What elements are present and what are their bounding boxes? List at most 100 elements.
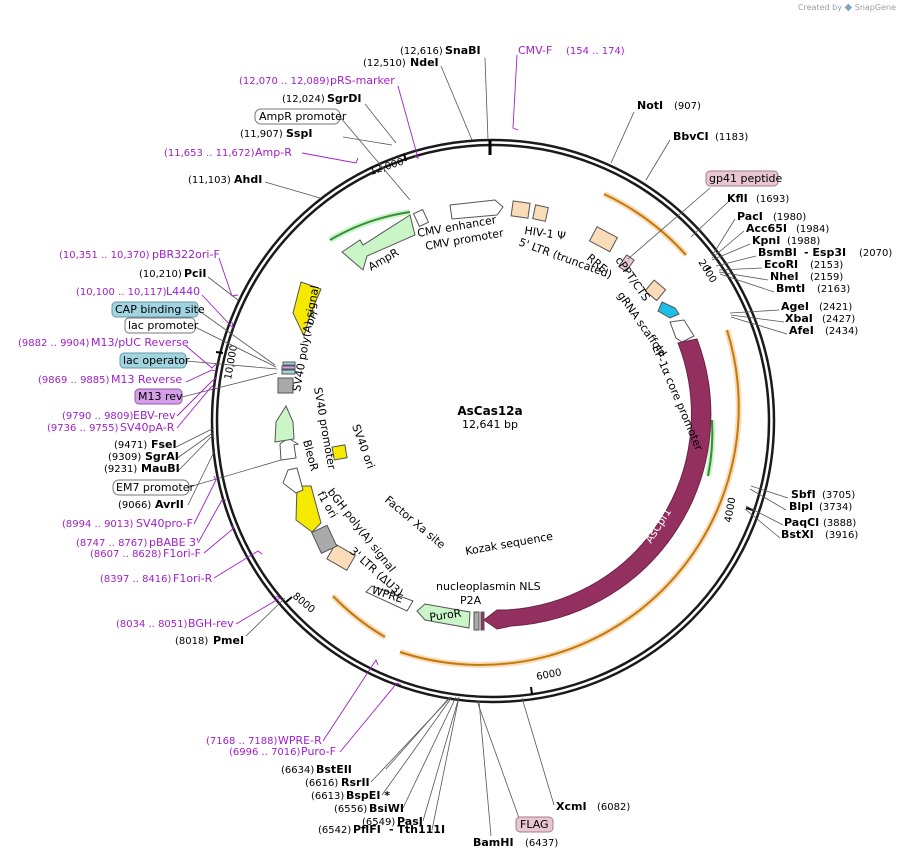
leader-tag-gp41 — [627, 187, 711, 260]
leader-sgrai — [175, 431, 215, 460]
enzyme-pos-xbai: (2427) — [822, 314, 855, 325]
enzyme-pos-blpi: (3734) — [819, 502, 852, 513]
leader-tag-lac-operator — [185, 360, 278, 370]
enzyme-pos-sgrai: (9309) — [108, 452, 141, 463]
tick-label-2000: 2000 — [695, 258, 718, 285]
leader-tag-m13rev — [181, 372, 278, 398]
tag-box-cap — [111, 301, 199, 318]
primer-leaders — [176, 54, 519, 753]
leader-afei — [730, 316, 788, 335]
leader-kpni — [711, 243, 751, 261]
snapgene-logo-icon: ◆ — [844, 2, 853, 13]
primer-pos-bgh: (8034 .. 8051) — [116, 619, 188, 630]
leader-bsmbi — [715, 255, 757, 267]
leader-acc65i — [711, 230, 745, 259]
enzyme-pos-afei: (2434) — [825, 326, 858, 337]
leader-sbfi — [750, 485, 789, 499]
enzyme-pos-bsiwi: (6556) — [334, 804, 367, 815]
bleor-arrow — [279, 437, 300, 461]
puror-arrow — [416, 603, 471, 629]
leader-snabi — [484, 57, 489, 141]
enzyme-name-kpni: KpnI — [752, 234, 780, 247]
enzyme-pos-bspei: (6613) — [311, 791, 344, 802]
enzyme-pos-sspi: (11,907) — [240, 129, 283, 140]
leader-pcii — [207, 276, 239, 301]
leader-fsei — [175, 427, 215, 448]
enzyme-name-agei: AgeI — [781, 300, 809, 313]
enzyme-pos-agei: (2421) — [819, 302, 852, 313]
enzyme-pos-avrii: (9066) — [118, 500, 151, 511]
gp-feature-cyan — [657, 301, 680, 319]
enzyme-pos-xcmi: (6082) — [597, 802, 630, 813]
primer-leader-sv40pa — [176, 385, 217, 429]
enzyme-pos-noti: (907) — [674, 101, 701, 112]
tick-label-6000: 6000 — [535, 667, 562, 683]
rre-box — [588, 226, 619, 253]
enzyme-name-bsmbi: BsmBI — [758, 246, 797, 259]
enzyme-pos-kfli: (1693) — [756, 194, 789, 205]
snapgene-credit: Created by ◆ SnapGene — [798, 2, 896, 13]
feature-label-p2a: P2A — [460, 594, 482, 607]
enzyme-pos-kpni: (1988) — [787, 236, 820, 247]
enzyme-name-pcii: PciI — [184, 267, 206, 280]
leader-noti — [610, 111, 635, 164]
primer-leader-bgh — [235, 595, 281, 625]
enzyme-pos-maubi: (9231) — [104, 464, 137, 475]
credit-prefix: Created by — [797, 3, 842, 12]
primer-name-l4440: L4440 — [166, 285, 200, 298]
leader-tag-ampr-promoter — [339, 116, 411, 201]
enzyme-pos-fsei: (9471) — [114, 440, 147, 451]
leader-agei — [729, 309, 780, 314]
leader-paqci — [745, 505, 784, 526]
enzyme-name-ndei: NdeI — [410, 56, 439, 69]
tag-lac-promoter: lac promoter — [128, 319, 199, 332]
tag-gp41: gp41 peptide — [709, 172, 783, 185]
leader-bsiwi — [402, 696, 457, 809]
primer-pos-l4440: (10,100 .. 10,117) — [76, 287, 167, 298]
enzyme-name-pmei: PmeI — [213, 634, 244, 647]
enzyme-name-maubi: MauBI — [141, 462, 180, 475]
enzyme-name-afei: AfeI — [789, 324, 814, 337]
primer-name-cmv-f: CMV-F — [518, 44, 552, 57]
hiv-psi-box — [532, 204, 549, 222]
primer-pos-m13rev: (9869 .. 9885) — [38, 375, 110, 386]
orf-track-3 — [330, 593, 387, 640]
feature-label-ori: ori — [303, 309, 321, 327]
tag-box-lac-operator — [119, 352, 187, 369]
primer-pos-m13puc: (9882 .. 9904) — [18, 338, 90, 349]
leader-sgrdi — [364, 103, 397, 144]
leader-tag-lac-promoter — [192, 325, 277, 368]
leader-pflfi — [431, 696, 460, 831]
ef1a-promoter-arrow — [669, 319, 695, 343]
primer-labels: CMV-F (154 .. 174) (12,070 .. 12,089) pR… — [18, 44, 625, 758]
ascpf1-arrow — [483, 338, 712, 630]
primer-name-f1ori-r: F1ori-R — [173, 572, 213, 585]
plasmid-name: AsCas12a — [457, 404, 522, 418]
feature-label-hiv-psi: HIV-1 Ψ — [524, 224, 567, 243]
enzyme-name-esp3i: - Esp3I — [804, 246, 846, 259]
enzyme-name-bbvci: BbvCI — [673, 130, 709, 143]
leader-xcmi — [521, 697, 555, 806]
enzyme-pos-sgrdi: (12,024) — [282, 94, 325, 105]
enzyme-name-tth111i: - Tth111I — [389, 823, 445, 836]
enzyme-name-ecori: EcoRI — [764, 258, 798, 271]
primer-pos-f1ori-r: (8397 .. 8416) — [100, 574, 172, 585]
wpre-arrow — [365, 585, 414, 612]
enzyme-pos-bsteii: (6634) — [281, 765, 314, 776]
orf-tracks — [328, 191, 742, 668]
enzyme-name-xbai: XbaI — [785, 312, 813, 325]
tick-mark-12000 — [403, 153, 407, 162]
primer-pos-f1ori-f: (8607 .. 8628) — [90, 549, 162, 560]
enzyme-pos-nhei: (2159) — [810, 272, 843, 283]
leader-bstxi — [744, 508, 781, 539]
primer-name-wpre: WPRE-R — [278, 734, 322, 747]
primer-leader-amp-r — [301, 152, 359, 164]
enzyme-pos-pflfi: (6542) — [318, 825, 351, 836]
tag-box-em7 — [112, 479, 190, 496]
primer-pos-sv40pa: (9736 .. 9755) — [47, 423, 119, 434]
leader-paci — [711, 218, 736, 257]
enzyme-pos-ecori: (2153) — [810, 260, 843, 271]
leader-bmti — [719, 273, 775, 293]
enzyme-pos-acc65i: (1984) — [796, 224, 829, 235]
